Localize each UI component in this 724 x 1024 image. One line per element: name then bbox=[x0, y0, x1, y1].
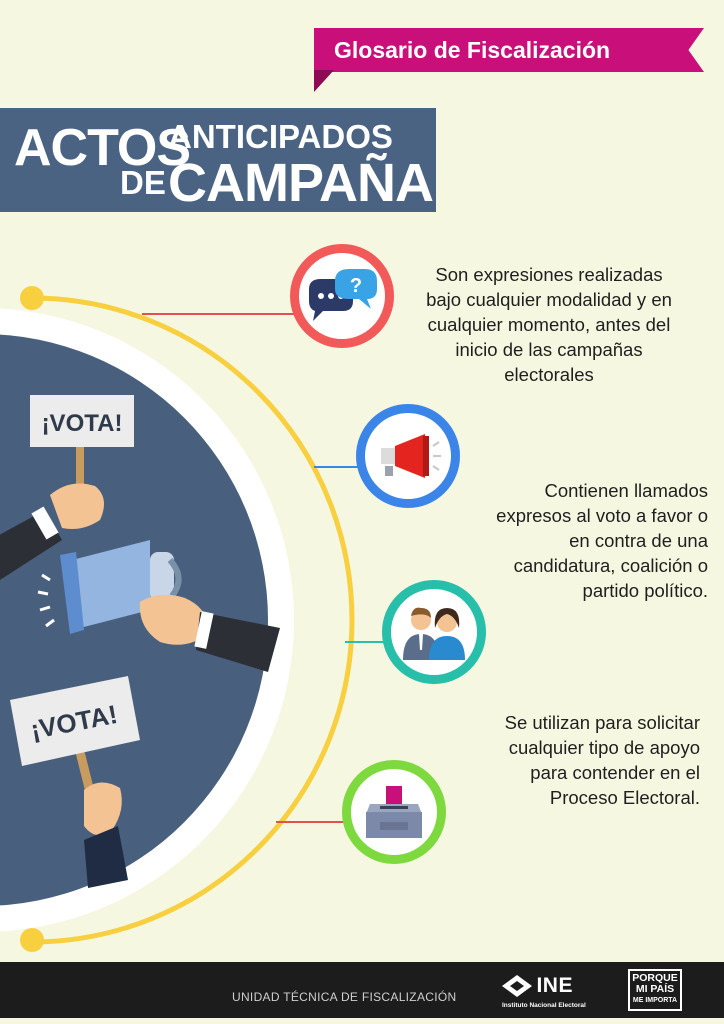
connector-2 bbox=[314, 466, 360, 468]
item-1-circle: ? bbox=[290, 244, 394, 348]
porque-line-3: ME IMPORTA bbox=[632, 997, 678, 1004]
yellow-arc bbox=[31, 295, 355, 945]
connector-1 bbox=[142, 313, 294, 315]
title-anticipados: ANTICIPADOS bbox=[168, 118, 393, 155]
arc-dot-bottom bbox=[20, 928, 44, 952]
footer-unit: UNIDAD TÉCNICA DE FISCALIZACIÓN bbox=[232, 990, 457, 1004]
hand-top bbox=[50, 483, 104, 529]
megaphone-icon bbox=[381, 434, 441, 478]
ine-name: INE bbox=[536, 974, 573, 997]
item-1-text: Son expresiones realizadas bajo cualquie… bbox=[426, 264, 672, 385]
title-actos: ACTOS bbox=[14, 119, 191, 177]
connector-3 bbox=[345, 641, 385, 643]
footer-bar: UNIDAD TÉCNICA DE FISCALIZACIÓN INE Inst… bbox=[0, 962, 724, 1018]
sign-top: ¡VOTA! bbox=[30, 395, 134, 495]
sleeve-right bbox=[196, 612, 280, 672]
banner-text: Glosario de Fiscalización bbox=[334, 36, 611, 63]
ballot-box-icon bbox=[366, 786, 422, 838]
svg-text:?: ? bbox=[350, 275, 362, 297]
rally-illustration: ¡VOTA! ¡VOTA! bbox=[0, 286, 355, 952]
porque-line-2: MI PAÍS bbox=[635, 983, 675, 995]
ine-logo-icon bbox=[502, 975, 532, 997]
title-box: ACTOS ANTICIPADOS DE CAMPAÑA bbox=[0, 108, 436, 213]
candidates-icon bbox=[403, 607, 465, 660]
porque-mi-pais-logo: PORQUE MI PAÍS ME IMPORTA bbox=[628, 969, 682, 1011]
ine-logo: INE Instituto Nacional Electoral bbox=[502, 974, 586, 1009]
ine-subtitle: Instituto Nacional Electoral bbox=[502, 1002, 586, 1009]
sleeve-bottom bbox=[84, 826, 128, 888]
porque-line-1: PORQUE bbox=[632, 972, 678, 984]
item-4-circle bbox=[342, 760, 446, 864]
hand-megaphone bbox=[139, 594, 208, 645]
megaphone-illustration bbox=[37, 540, 182, 634]
hand-bottom bbox=[84, 782, 122, 836]
connector-4 bbox=[276, 821, 346, 823]
item-2-circle bbox=[356, 404, 460, 508]
title-de: DE bbox=[120, 164, 166, 201]
glossary-banner: Glosario de Fiscalización bbox=[314, 28, 704, 72]
item-4-text: Se utilizan para solicitar cualquier tip… bbox=[504, 712, 700, 808]
title-campana: CAMPAÑA bbox=[168, 153, 434, 213]
item-2-text: Contienen llamados expresos al voto a fa… bbox=[496, 480, 708, 601]
banner-fold bbox=[314, 70, 334, 92]
speech-bubbles-icon: ? bbox=[309, 269, 377, 321]
blue-disk bbox=[0, 334, 268, 906]
sign-top-text: ¡VOTA! bbox=[42, 410, 123, 437]
item-3-circle bbox=[382, 580, 486, 684]
arc-dot-top bbox=[20, 286, 44, 310]
